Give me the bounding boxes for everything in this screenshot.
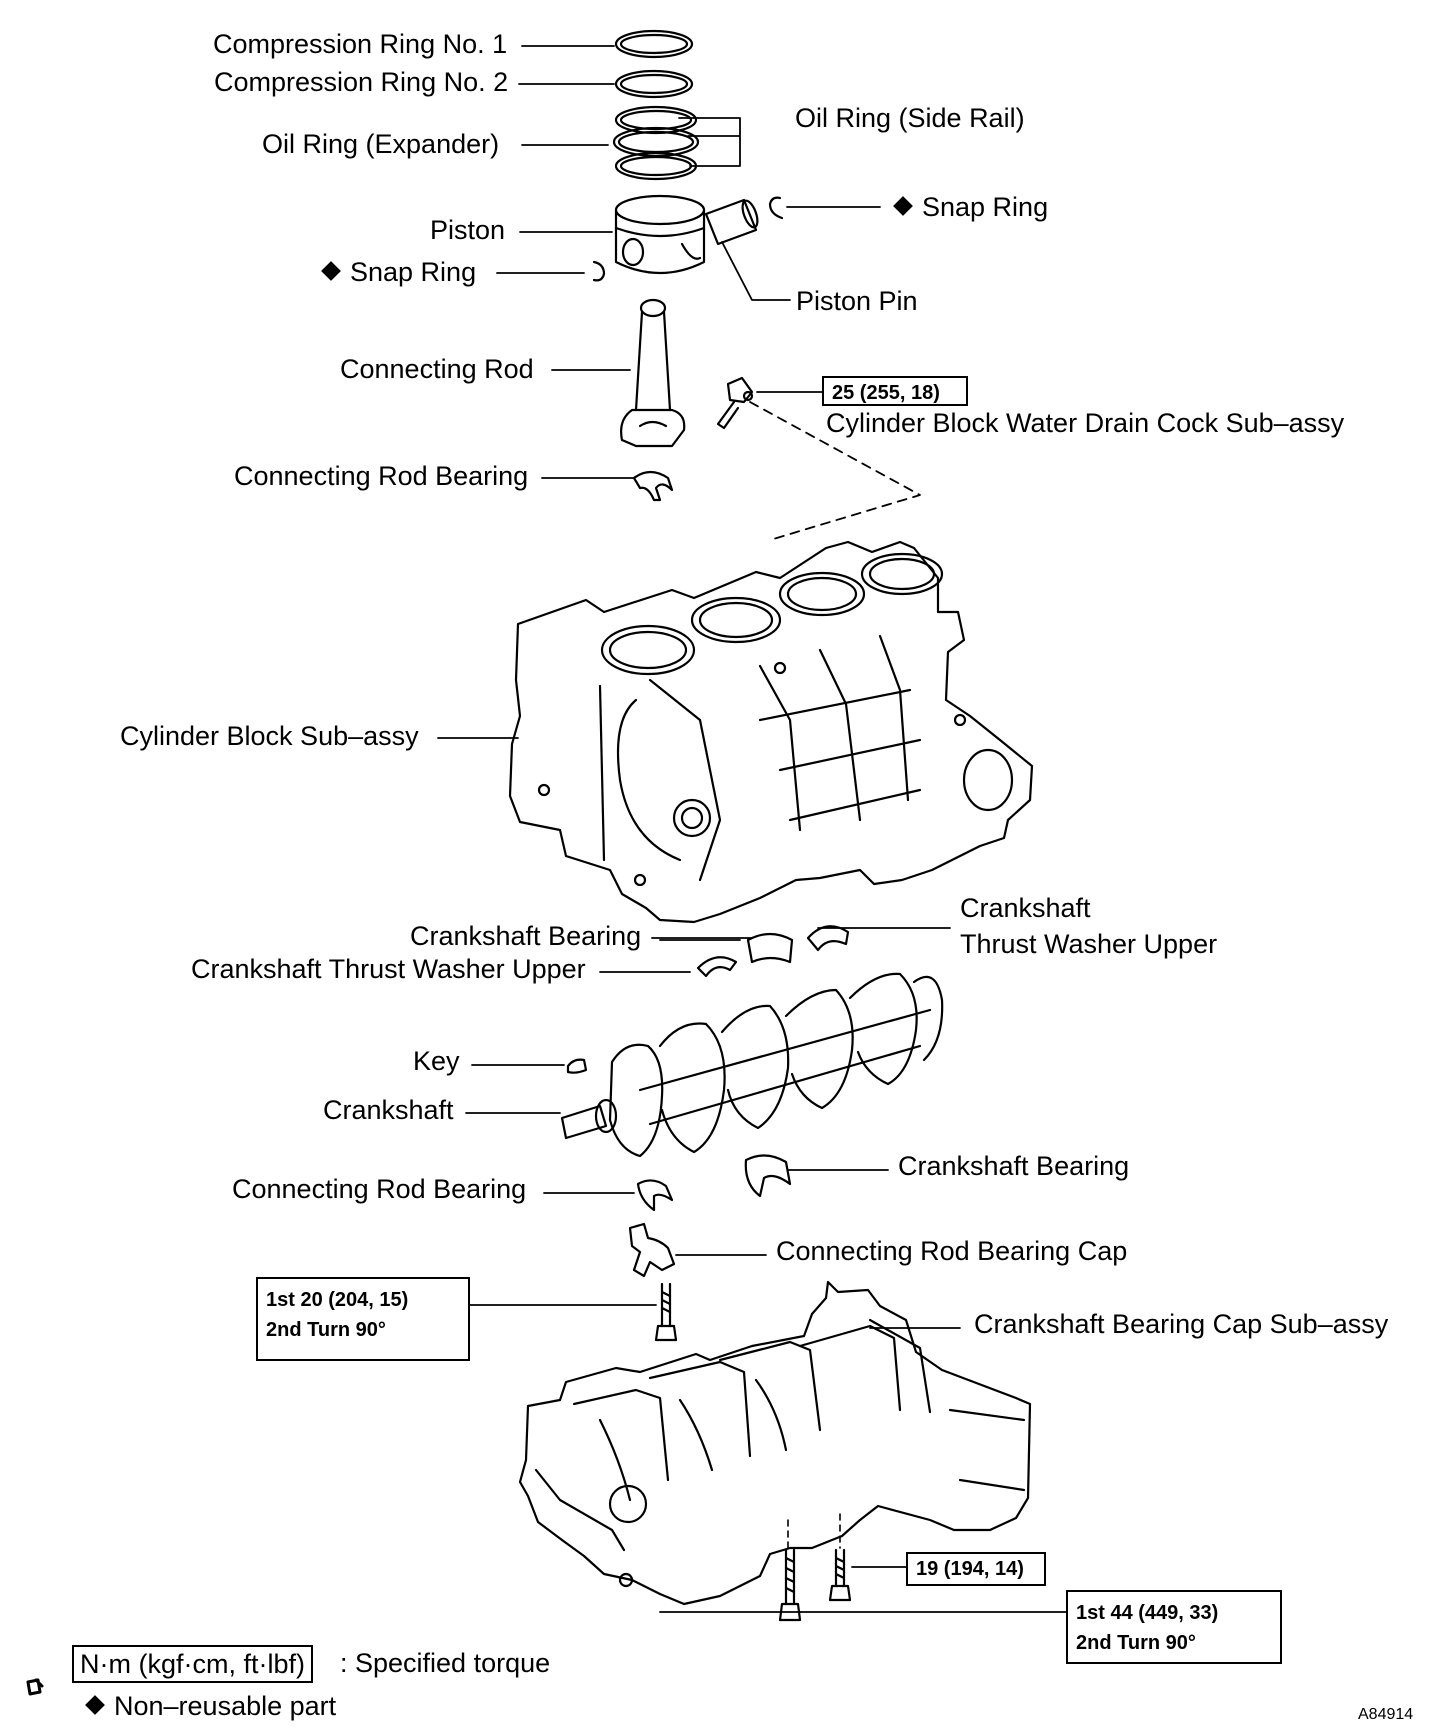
crankshaft-drawing — [560, 972, 944, 1158]
torque-main-bolt-line2: 2nd Turn 90° — [1076, 1632, 1196, 1654]
thrust-washer-upper-left-drawing — [696, 956, 738, 978]
torque-box-main-bolt: 1st 44 (449, 33) 2nd Turn 90° — [1066, 1590, 1282, 1664]
compression-ring-2-drawing — [614, 69, 694, 99]
label-conrod-bearing-upper: Connecting Rod Bearing — [234, 461, 529, 491]
cylinder-block-drawing — [508, 540, 1034, 924]
label-conrod-cap: Connecting Rod Bearing Cap — [776, 1236, 1128, 1266]
torque-box-drain-cock: 25 (255, 18) — [822, 376, 968, 406]
label-oil-ring-side-rail: Oil Ring (Side Rail) — [795, 103, 1025, 133]
oil-ring-drawing — [612, 105, 700, 181]
label-drain-cock: Cylinder Block Water Drain Cock Sub–assy — [826, 408, 1345, 438]
figure-id: A84914 — [1358, 1706, 1414, 1723]
legend-torque-unit-box: N·m (kgf·cm, ft·lbf) — [72, 1645, 313, 1683]
snap-ring-left-text: Snap Ring — [350, 257, 477, 287]
snap-ring-left-drawing — [592, 260, 606, 282]
label-thrust-washer-right-2: Thrust Washer Upper — [960, 929, 1218, 959]
non-reusable-diamond-icon — [893, 196, 913, 216]
snap-ring-right-drawing — [768, 196, 784, 220]
label-piston-pin: Piston Pin — [796, 286, 918, 316]
torque-box-small-bolt: 19 (194, 14) — [906, 1552, 1046, 1586]
label-conrod-bearing-lower: Connecting Rod Bearing — [232, 1174, 527, 1204]
label-key: Key — [413, 1046, 460, 1076]
piston-drawing — [614, 194, 706, 275]
non-reusable-diamond-icon — [85, 1695, 105, 1715]
small-bolt-drawing — [828, 1548, 852, 1602]
drain-cock-dashed-path — [749, 401, 921, 541]
conrod-bearing-upper-drawing — [632, 470, 674, 502]
label-compression-ring-1: Compression Ring No. 1 — [213, 29, 508, 59]
drain-cock-drawing — [716, 376, 754, 430]
snap-ring-right-text: Snap Ring — [922, 192, 1049, 222]
label-thrust-washer-right-1: Crankshaft — [960, 893, 1091, 923]
torque-conrod-cap-line2: 2nd Turn 90° — [266, 1319, 386, 1341]
piston-pin-drawing — [704, 198, 759, 246]
label-connecting-rod: Connecting Rod — [340, 354, 534, 384]
compression-ring-1-drawing — [614, 29, 694, 59]
torque-main-bolt-line1: 1st 44 (449, 33) — [1076, 1602, 1219, 1624]
label-crankshaft-bearing-upper: Crankshaft Bearing — [410, 921, 642, 951]
legend-torque-desc: : Specified torque — [340, 1648, 551, 1678]
torque-conrod-cap-line1: 1st 20 (204, 15) — [266, 1289, 409, 1311]
label-snap-ring-left: Snap Ring — [321, 256, 477, 288]
key-drawing — [566, 1058, 588, 1074]
legend-non-reusable: Non–reusable part — [85, 1690, 337, 1722]
label-piston: Piston — [430, 215, 506, 245]
main-bolt-drawing — [778, 1548, 802, 1622]
label-snap-ring-right: Snap Ring — [893, 191, 1049, 223]
label-oil-ring-expander: Oil Ring (Expander) — [262, 129, 500, 159]
bearing-cap-leader-dashed — [787, 1513, 841, 1549]
torque-box-conrod-cap: 1st 20 (204, 15) 2nd Turn 90° — [256, 1277, 470, 1361]
legend-non-reusable-text: Non–reusable part — [114, 1691, 337, 1721]
label-crankshaft-bearing-lower: Crankshaft Bearing — [898, 1151, 1130, 1181]
crankshaft-bearing-lower-drawing — [744, 1154, 792, 1198]
label-thrust-washer-left: Crankshaft Thrust Washer Upper — [191, 954, 586, 984]
crankshaft-bearing-upper-drawing — [746, 932, 794, 964]
label-bearing-cap-subassy: Crankshaft Bearing Cap Sub–assy — [974, 1309, 1389, 1339]
connecting-rod-drawing — [620, 298, 686, 448]
conrod-cap-bolt-drawing — [654, 1282, 678, 1342]
conrod-cap-drawing — [628, 1222, 676, 1278]
conrod-bearing-lower-drawing — [636, 1179, 674, 1212]
manual-icon — [26, 1678, 44, 1696]
bearing-cap-subassy-drawing — [518, 1280, 1032, 1606]
thrust-washer-upper-right-drawing — [806, 925, 850, 952]
label-cylinder-block: Cylinder Block Sub–assy — [120, 721, 419, 751]
leader-lines — [437, 45, 1067, 1613]
label-compression-ring-2: Compression Ring No. 2 — [214, 67, 509, 97]
non-reusable-diamond-icon — [321, 261, 341, 281]
label-crankshaft: Crankshaft — [323, 1095, 454, 1125]
